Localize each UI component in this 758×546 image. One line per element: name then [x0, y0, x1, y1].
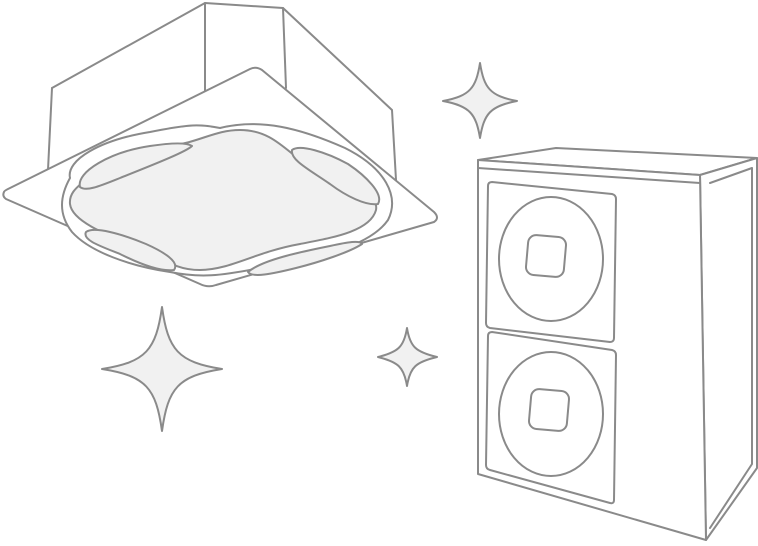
- ceiling-cassette-ac-icon: [2, 2, 438, 288]
- sparkle-small-icon: [377, 327, 438, 387]
- outdoor-condenser-unit-icon: [477, 147, 758, 541]
- sparkle-large-icon: [101, 306, 223, 432]
- sparkle-medium-icon: [442, 62, 518, 139]
